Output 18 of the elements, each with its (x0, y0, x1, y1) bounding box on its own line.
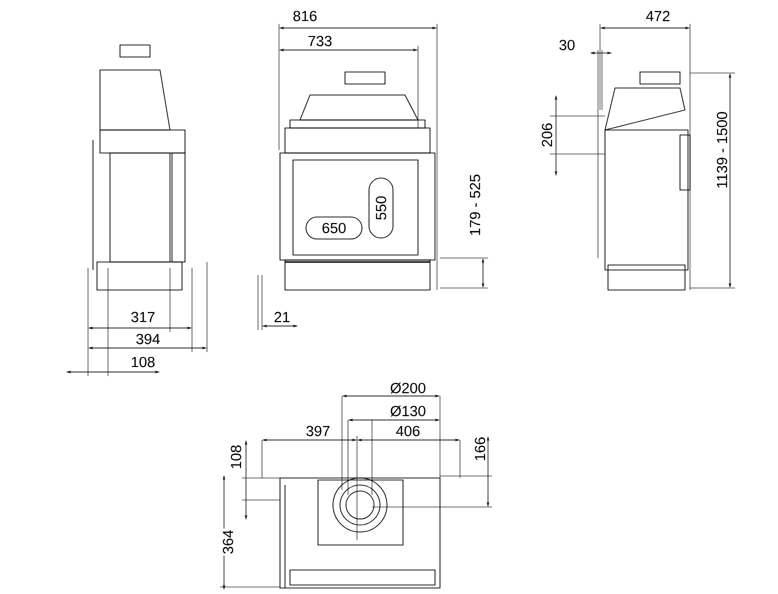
dimension-label: 108 (229, 443, 243, 471)
dimension-label: 472 (644, 10, 672, 22)
dimension-label: 206 (540, 121, 554, 149)
dimension-label: 108 (129, 355, 157, 369)
dimension-label: 179 - 525 (468, 172, 482, 238)
dimension-label: Ø200 (388, 381, 428, 395)
dimension-label: Ø130 (388, 404, 428, 418)
dimension-label: 733 (306, 34, 334, 48)
dimension-label: 816 (291, 9, 319, 23)
dimension-label: 166 (473, 435, 487, 463)
dimension-label: 406 (394, 424, 422, 438)
dimension-label: 364 (221, 528, 235, 556)
dimension-label: 394 (134, 332, 162, 346)
dimension-label: 30 (558, 38, 576, 52)
dimension-label: 317 (129, 310, 157, 324)
dimension-label: 1139 - 1500 (715, 110, 729, 190)
dimension-label: 21 (272, 310, 292, 324)
dimension-label: 397 (304, 424, 332, 438)
